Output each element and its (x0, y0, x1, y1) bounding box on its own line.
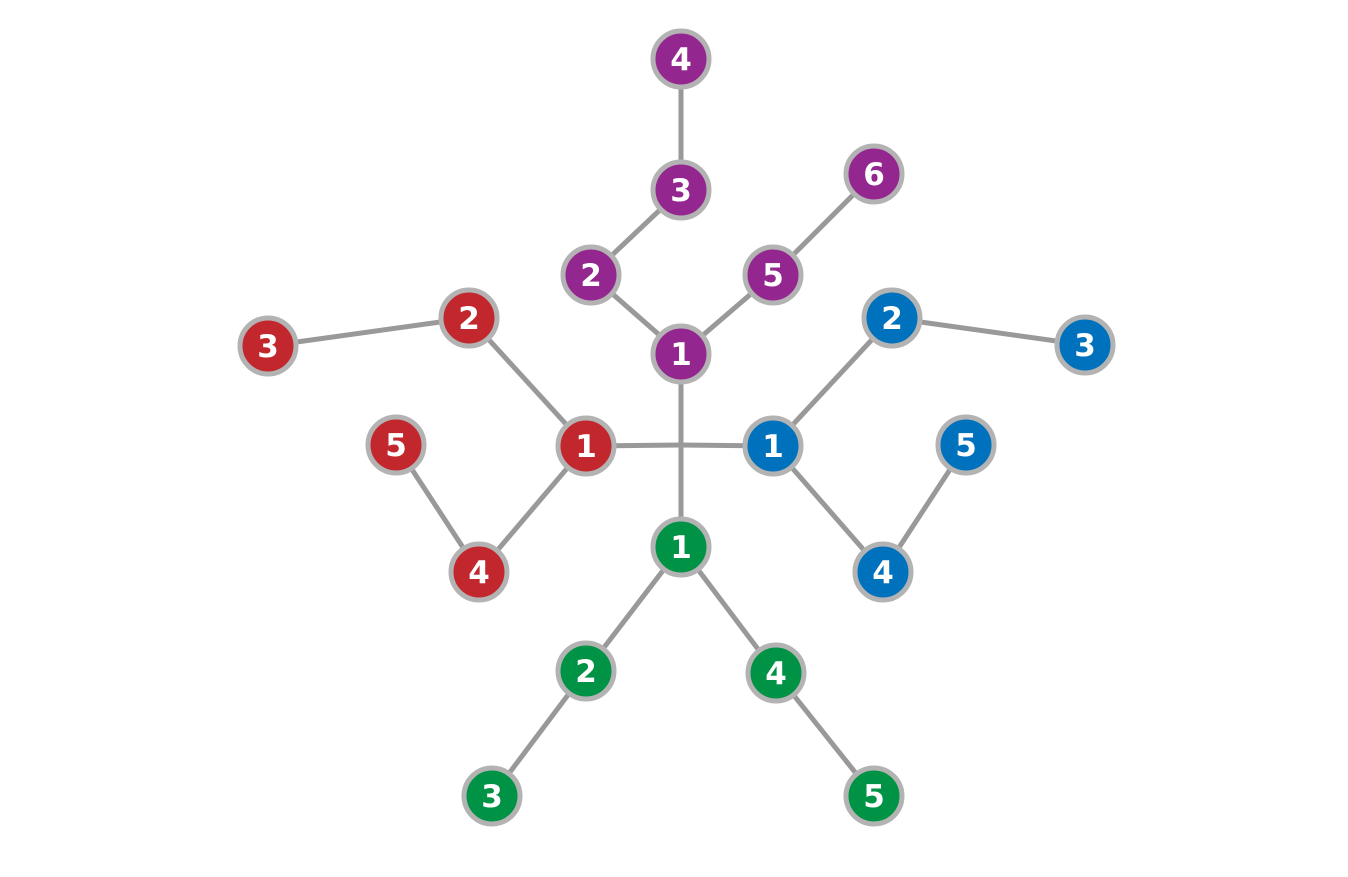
node-red-2: 2 (438, 287, 500, 349)
node-ring (843, 765, 905, 827)
edge-blue-2-blue-3 (891, 315, 1086, 348)
node-label: 2 (580, 258, 602, 294)
node-label: 5 (385, 428, 407, 464)
node-ring (843, 143, 905, 205)
node-circle (653, 31, 709, 87)
node-ring (861, 287, 923, 349)
node-label: 5 (762, 258, 784, 294)
node-circle (745, 247, 801, 303)
node-label: 1 (670, 337, 692, 373)
node-blue-5: 5 (935, 414, 997, 476)
node-label: 3 (257, 329, 279, 365)
node-ring (438, 287, 500, 349)
node-label: 3 (670, 173, 692, 209)
node-purple-4: 4 (650, 28, 712, 90)
node-circle (745, 418, 801, 474)
node-circle (846, 146, 902, 202)
node-red-3: 3 (237, 315, 299, 377)
node-label: 4 (670, 42, 692, 78)
node-circle (558, 418, 614, 474)
node-label: 1 (575, 429, 597, 465)
node-circle (368, 417, 424, 473)
node-ring (650, 323, 712, 385)
node-green-4: 4 (745, 642, 807, 704)
node-ring (650, 28, 712, 90)
node-circle (938, 417, 994, 473)
node-green-3: 3 (461, 765, 523, 827)
node-circle (653, 326, 709, 382)
node-ring (555, 640, 617, 702)
node-purple-5: 5 (742, 244, 804, 306)
node-green-2: 2 (555, 640, 617, 702)
node-blue-3: 3 (1054, 314, 1116, 376)
node-blue-2: 2 (861, 287, 923, 349)
node-red-4: 4 (448, 541, 510, 603)
node-circle (441, 290, 497, 346)
node-circle (864, 290, 920, 346)
node-circle (240, 318, 296, 374)
node-circle (563, 247, 619, 303)
node-ring (935, 414, 997, 476)
node-ring (461, 765, 523, 827)
node-ring (650, 159, 712, 221)
node-ring (1054, 314, 1116, 376)
node-circle (653, 162, 709, 218)
node-ring (650, 516, 712, 578)
node-green-1: 1 (650, 516, 712, 578)
node-circle (855, 544, 911, 600)
node-blue-4: 4 (852, 541, 914, 603)
node-label: 2 (881, 301, 903, 337)
node-ring (745, 642, 807, 704)
node-circle (846, 768, 902, 824)
node-ring (448, 541, 510, 603)
node-label: 1 (670, 530, 692, 566)
node-ring (742, 415, 804, 477)
node-green-5: 5 (843, 765, 905, 827)
node-red-1: 1 (555, 415, 617, 477)
node-circle (748, 645, 804, 701)
node-ring (852, 541, 914, 603)
node-blue-1: 1 (742, 415, 804, 477)
node-label: 3 (481, 779, 503, 815)
node-ring (555, 415, 617, 477)
node-circle (1057, 317, 1113, 373)
node-label: 4 (872, 555, 894, 591)
node-label: 4 (765, 656, 787, 692)
node-circle (464, 768, 520, 824)
node-label: 6 (863, 157, 885, 193)
node-ring (742, 244, 804, 306)
node-ring (365, 414, 427, 476)
node-ring (560, 244, 622, 306)
nodes-layer: 1 2 3 4 5 6 1 2 3 4 5 1 2 3 4 5 1 2 3 4 5 (237, 28, 1116, 827)
node-label: 2 (458, 301, 480, 337)
node-label: 1 (762, 429, 784, 465)
node-purple-6: 6 (843, 143, 905, 205)
node-label: 3 (1074, 328, 1096, 364)
node-circle (558, 643, 614, 699)
node-purple-1: 1 (650, 323, 712, 385)
node-red-5: 5 (365, 414, 427, 476)
edge-red-2-red-3 (267, 315, 470, 349)
node-circle (451, 544, 507, 600)
node-label: 5 (863, 779, 885, 815)
node-circle (653, 519, 709, 575)
node-purple-2: 2 (560, 244, 622, 306)
node-label: 4 (468, 555, 490, 591)
node-purple-3: 3 (650, 159, 712, 221)
node-label: 2 (575, 654, 597, 690)
node-ring (237, 315, 299, 377)
node-label: 5 (955, 428, 977, 464)
